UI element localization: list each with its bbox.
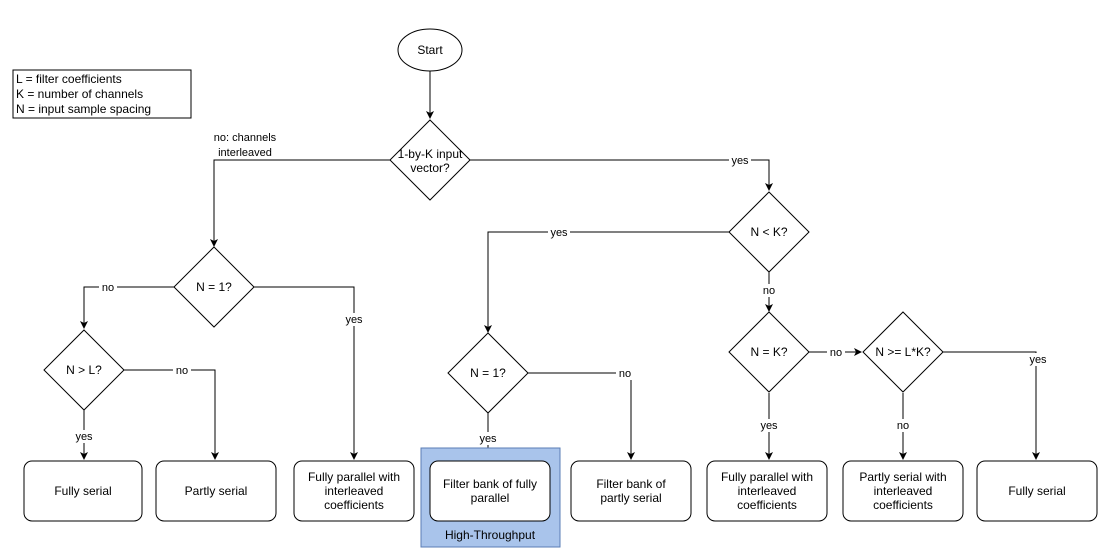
edge-n1-mid-no — [528, 372, 635, 460]
result-label: Fully parallel with — [308, 470, 400, 484]
result-box — [842, 460, 964, 522]
result-label: partly serial — [600, 491, 661, 505]
start-ellipse — [397, 28, 463, 72]
edge-input-no — [210, 159, 390, 247]
result-filter-bank-partly-serial: Filter bank of partly serial — [570, 460, 692, 522]
edge-label-n1-mid-no: no — [619, 368, 631, 380]
edge-label-n1-left-yes: yes — [345, 314, 363, 326]
decision-label: 1-by-K input — [398, 147, 463, 161]
decision-n-equals-1-left: N = 1? — [173, 246, 255, 328]
result-fully-serial-2: Fully serial — [976, 460, 1098, 522]
edge-labels: no: channels interleaved yes no yes yes … — [73, 132, 1049, 445]
decision-diamond — [447, 332, 529, 414]
edge-label-neqk-yes: yes — [760, 420, 778, 432]
result-label: Filter bank of — [596, 477, 666, 491]
result-fully-serial-1: Fully serial — [23, 460, 143, 522]
edge-label-ngtl-yes: yes — [75, 431, 93, 443]
result-box — [429, 460, 551, 522]
decision-label: N = 1? — [196, 280, 232, 294]
legend-line: L = filter coefficients — [16, 72, 122, 86]
start-label: Start — [417, 43, 443, 57]
edge-label-ngelk-yes: yes — [1029, 354, 1047, 366]
decision-label: N = 1? — [470, 366, 506, 380]
decision-diamond — [389, 119, 471, 201]
legend-line: N = input sample spacing — [16, 102, 151, 116]
legend-line: K = number of channels — [16, 87, 143, 101]
edge-label-input-yes: yes — [731, 155, 749, 167]
edge-nltk-yes — [484, 231, 731, 333]
result-box — [706, 460, 828, 522]
result-label: Fully parallel with — [721, 470, 813, 484]
result-label: Fully serial — [54, 484, 111, 498]
result-label: Filter bank of fully — [443, 477, 537, 491]
edge-label-neqk-no: no — [830, 347, 842, 359]
result-label: coefficients — [324, 498, 384, 512]
edge-n1-left-yes — [254, 286, 358, 460]
decision-n-less-k: N < K? — [728, 191, 810, 273]
edge-label-nltk-no: no — [763, 285, 775, 297]
result-label: interleaved — [738, 484, 797, 498]
result-fully-parallel-interleaved-1: Fully parallel with interleaved coeffici… — [293, 460, 415, 522]
edge-ngelk-yes — [943, 351, 1040, 460]
result-partly-serial-interleaved: Partly serial with interleaved coefficie… — [842, 460, 964, 522]
edge-label-nltk-yes: yes — [550, 227, 568, 239]
decision-n-ge-lk: N >= L*K? — [862, 311, 944, 393]
result-label: Partly serial — [185, 484, 248, 498]
decision-input-vector: 1-by-K input vector? — [389, 119, 471, 201]
result-box — [23, 460, 143, 522]
result-label: parallel — [471, 491, 510, 505]
result-label: coefficients — [737, 498, 797, 512]
decision-label: N >= L*K? — [875, 345, 931, 359]
decision-diamond — [43, 329, 125, 411]
edge-ngtl-no — [124, 369, 219, 460]
result-label: interleaved — [874, 484, 933, 498]
result-label: Partly serial with — [859, 470, 946, 484]
result-box — [976, 460, 1098, 522]
result-fully-parallel-interleaved-2: Fully parallel with interleaved coeffici… — [706, 460, 828, 522]
result-label: coefficients — [873, 498, 933, 512]
edge-n1-left-no — [80, 286, 174, 329]
decision-label: N > L? — [66, 363, 102, 377]
edge-label-input-no-line2: interleaved — [218, 147, 272, 159]
decision-n-greater-l: N > L? — [43, 329, 125, 411]
edge-label-n1-mid-yes: yes — [479, 433, 497, 445]
decision-label: N < K? — [750, 225, 787, 239]
legend-box — [12, 69, 192, 119]
result-label: Fully serial — [1008, 484, 1065, 498]
decision-diamond — [862, 311, 944, 393]
result-box — [293, 460, 415, 522]
decision-n-equals-1-mid: N = 1? — [447, 332, 529, 414]
decision-diamond — [728, 191, 810, 273]
edge-label-ngelk-no: no — [897, 420, 909, 432]
high-throughput-label: High-Throughput — [445, 528, 536, 542]
edge-label-ngtl-no: no — [176, 365, 188, 377]
decision-n-equals-k: N = K? — [728, 311, 810, 393]
start-node: Start — [397, 28, 463, 72]
result-partly-serial: Partly serial — [155, 460, 277, 522]
decision-label: N = K? — [750, 345, 787, 359]
decision-diamond — [173, 246, 255, 328]
edge-input-yes — [470, 159, 773, 191]
decision-label: vector? — [410, 161, 450, 175]
result-filter-bank-fully-parallel: Filter bank of fully parallel — [429, 460, 551, 522]
edge-label-input-no-line1: no: channels — [214, 132, 277, 144]
edge-label-n1-left-no: no — [102, 282, 114, 294]
decision-diamond — [728, 311, 810, 393]
result-box — [155, 460, 277, 522]
result-label: interleaved — [325, 484, 384, 498]
result-box — [570, 460, 692, 522]
legend: L = filter coefficients K = number of ch… — [12, 69, 192, 119]
